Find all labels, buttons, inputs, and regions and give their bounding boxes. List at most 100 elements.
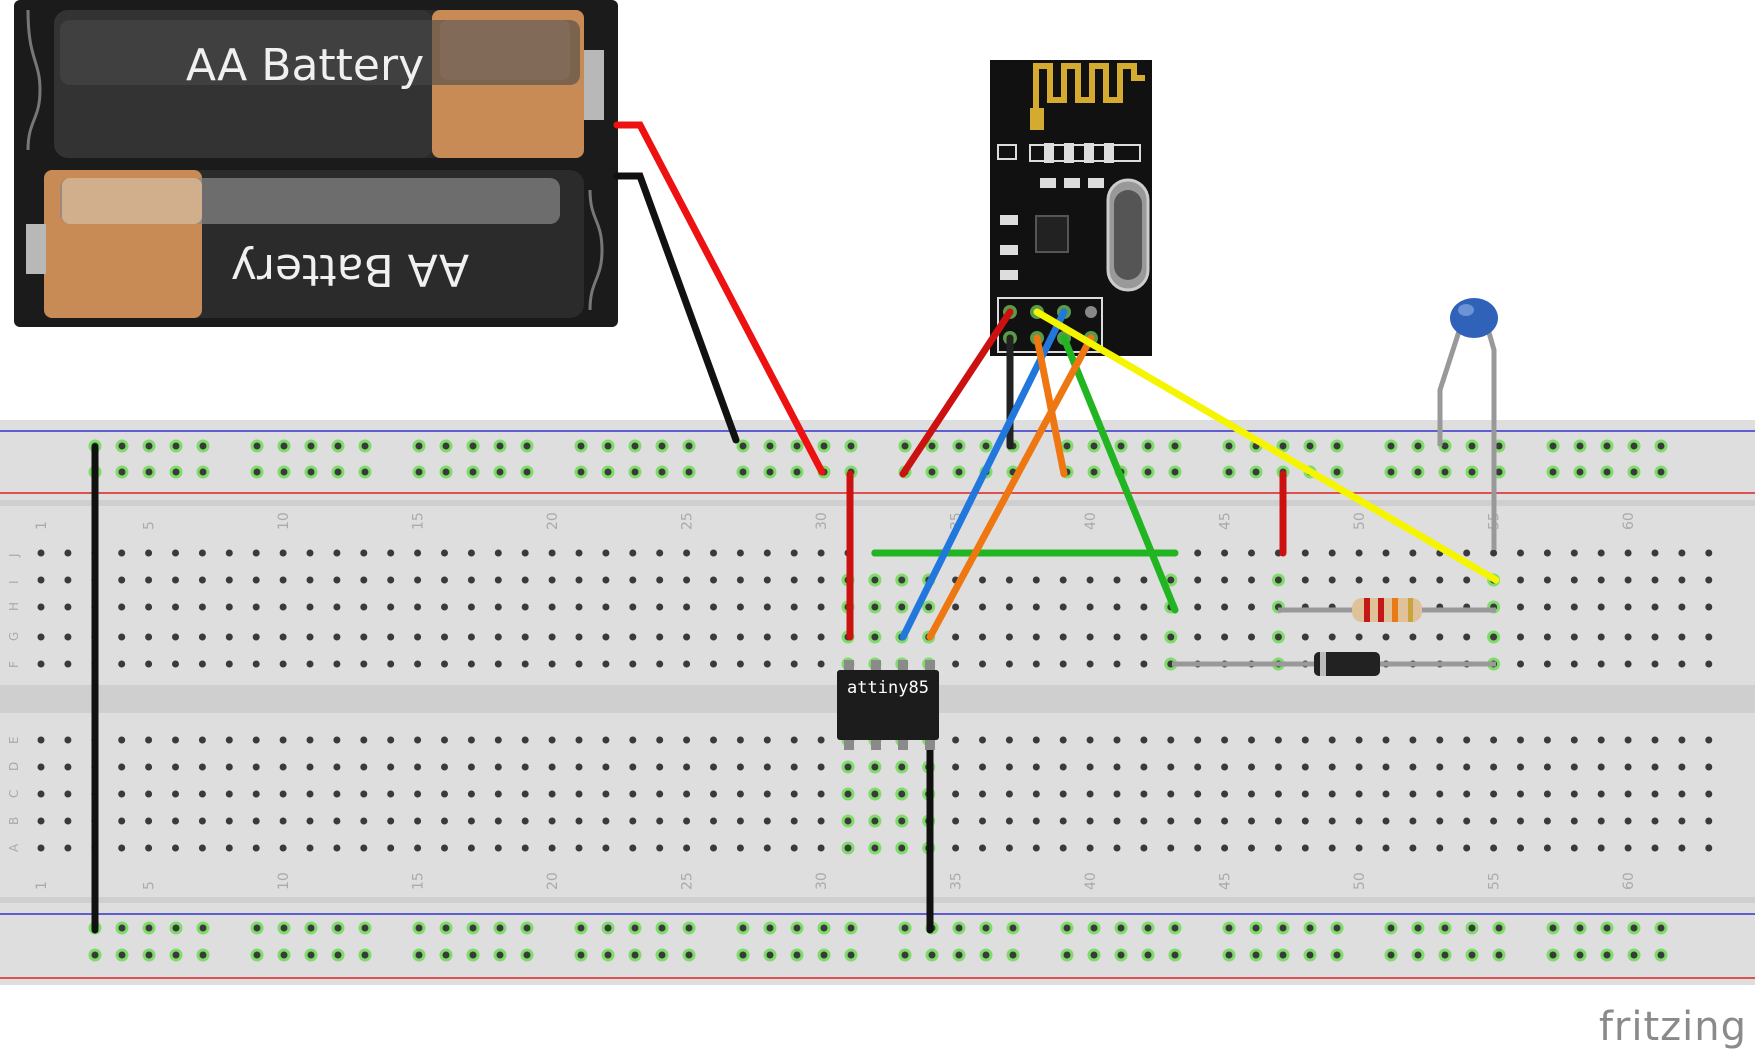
column-number: 30	[814, 872, 830, 890]
breadboard-hole	[1355, 763, 1363, 771]
breadboard-hole	[360, 660, 368, 668]
breadboard-hole	[739, 924, 747, 932]
breadboard-hole	[1490, 736, 1498, 744]
breadboard-hole	[523, 468, 531, 476]
breadboard-hole	[1328, 633, 1336, 641]
breadboard-hole	[467, 549, 475, 557]
breadboard-hole	[64, 736, 72, 744]
breadboard-hole	[145, 633, 153, 641]
breadboard-hole	[548, 790, 556, 798]
breadboard-hole	[1306, 924, 1314, 932]
breadboard-hole	[982, 951, 990, 959]
breadboard-hole	[736, 576, 744, 584]
breadboard-hole	[763, 633, 771, 641]
breadboard-hole	[523, 924, 531, 932]
breadboard-hole	[1543, 817, 1551, 825]
breadboard-hole	[1657, 468, 1665, 476]
breadboard-hole	[1274, 633, 1282, 641]
breadboard-hole	[577, 924, 585, 932]
breadboard-hole	[1705, 817, 1713, 825]
breadboard-hole	[415, 924, 423, 932]
breadboard-hole	[871, 763, 879, 771]
breadboard-hole	[710, 549, 717, 557]
breadboard-hole	[1630, 442, 1638, 450]
breadboard-hole	[710, 576, 717, 584]
breadboard-hole	[790, 763, 798, 771]
breadboard-hole	[1651, 660, 1659, 668]
breadboard-hole	[1274, 844, 1282, 852]
breadboard-hole	[118, 660, 126, 668]
nrf24-module	[990, 60, 1152, 356]
breadboard-hole	[279, 549, 287, 557]
breadboard-hole	[790, 790, 798, 798]
breadboard-hole	[793, 951, 801, 959]
breadboard-hole	[683, 763, 691, 771]
breadboard-hole	[1441, 951, 1449, 959]
breadboard-hole	[414, 576, 422, 584]
breadboard-hole	[710, 660, 717, 668]
wire-yellow-nrf	[1033, 308, 1500, 584]
breadboard-hole	[602, 549, 610, 557]
breadboard-hole	[658, 924, 666, 932]
breadboard-hole	[1603, 951, 1611, 959]
breadboard-hole	[1144, 442, 1152, 450]
breadboard-hole	[306, 660, 314, 668]
breadboard-hole	[602, 660, 610, 668]
breadboard-hole	[145, 660, 153, 668]
breadboard-hole	[1382, 633, 1390, 641]
breadboard-hole	[1570, 633, 1578, 641]
breadboard-hole	[901, 442, 909, 450]
breadboard-hole	[279, 736, 287, 744]
breadboard-hole	[1678, 790, 1686, 798]
row-letter: C	[7, 790, 21, 798]
breadboard-hole	[1167, 736, 1175, 744]
breadboard-hole	[1333, 442, 1341, 450]
breadboard-hole	[952, 817, 960, 825]
breadboard-hole	[334, 924, 342, 932]
breadboard-hole	[1651, 763, 1659, 771]
breadboard-hole	[629, 844, 637, 852]
breadboard-hole	[1333, 951, 1341, 959]
breadboard-hole	[1063, 442, 1071, 450]
breadboard-hole	[1221, 817, 1229, 825]
breadboard-hole	[494, 844, 502, 852]
breadboard-hole	[64, 633, 72, 641]
breadboard-hole	[1543, 736, 1551, 744]
breadboard-hole	[467, 790, 475, 798]
wire-red-nrf-vcc	[899, 308, 1014, 478]
chip-label: attiny85	[847, 678, 929, 698]
breadboard-hole	[658, 951, 666, 959]
breadboard-hole	[1113, 633, 1121, 641]
breadboard-hole	[1086, 603, 1094, 611]
breadboard-hole	[871, 576, 879, 584]
breadboard-hole	[1543, 549, 1551, 557]
breadboard-hole	[1517, 576, 1524, 584]
breadboard-hole	[1090, 951, 1098, 959]
breadboard-hole	[766, 951, 774, 959]
breadboard-hole	[1678, 817, 1686, 825]
breadboard-hole	[1517, 817, 1524, 825]
breadboard-hole	[1221, 763, 1229, 771]
breadboard-hole	[494, 736, 502, 744]
breadboard-hole	[521, 576, 529, 584]
breadboard-hole	[1005, 817, 1013, 825]
breadboard-hole	[1436, 576, 1444, 584]
breadboard-hole	[387, 790, 395, 798]
breadboard-hole	[307, 951, 315, 959]
breadboard-hole	[64, 660, 72, 668]
breadboard-hole	[1225, 951, 1233, 959]
breadboard-hole	[279, 817, 287, 825]
breadboard-hole	[496, 468, 504, 476]
breadboard-hole	[172, 844, 179, 852]
breadboard-hole	[334, 468, 342, 476]
breadboard-hole	[575, 844, 583, 852]
breadboard-hole	[360, 576, 368, 584]
breadboard-hole	[414, 549, 422, 557]
breadboard-hole	[1301, 844, 1309, 852]
breadboard-hole	[496, 924, 504, 932]
breadboard-hole	[898, 576, 906, 584]
breadboard-hole	[441, 549, 448, 557]
breadboard-hole	[1436, 736, 1444, 744]
breadboard-hole	[279, 603, 287, 611]
breadboard-hole	[1570, 790, 1578, 798]
